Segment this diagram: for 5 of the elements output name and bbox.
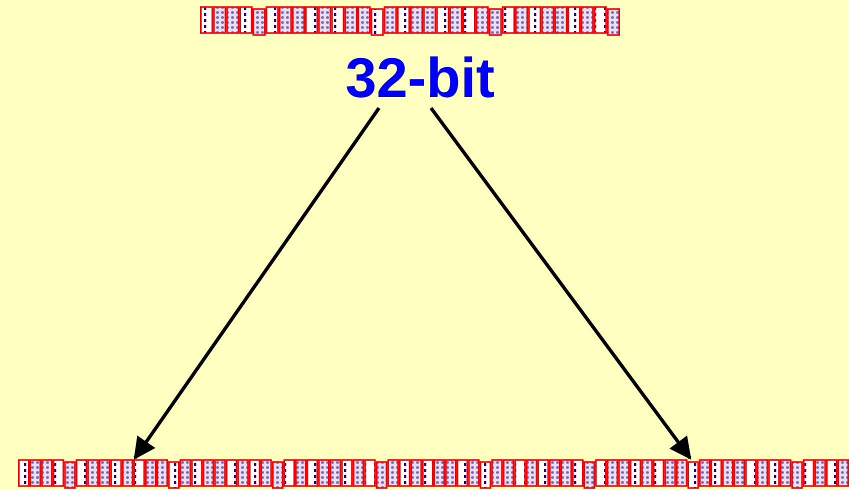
heading-text: 32-bit [340, 48, 500, 108]
arrow [134, 107, 380, 460]
bit-bar-drawing [200, 6, 620, 36]
bit-bar-drawing [18, 459, 849, 489]
arrow [430, 106, 692, 460]
